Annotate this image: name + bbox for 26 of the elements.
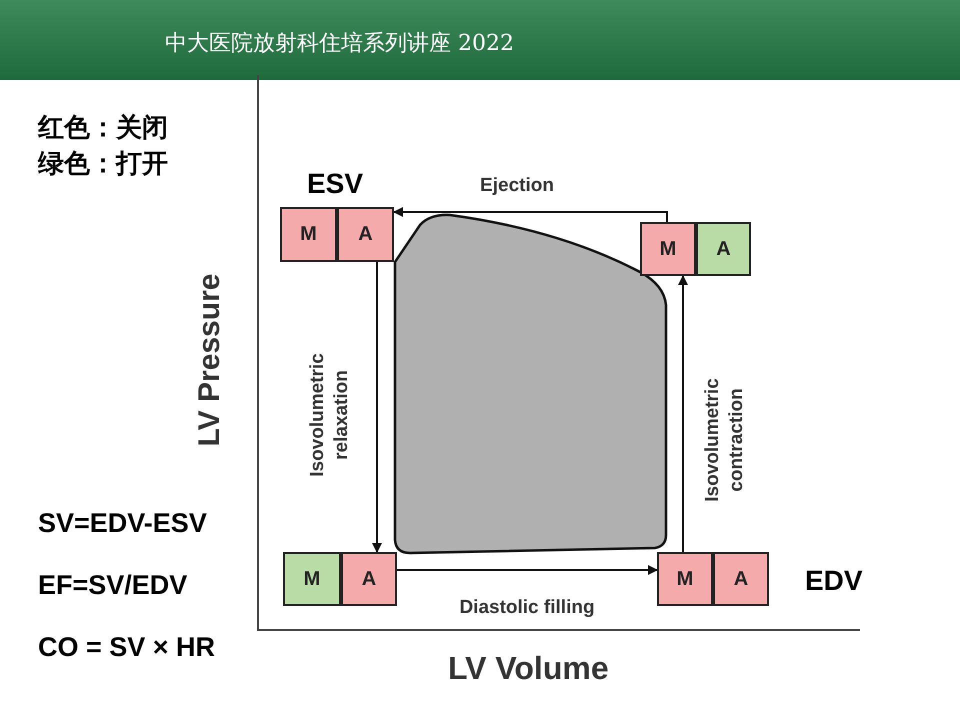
valve-state-box: M bbox=[280, 207, 337, 262]
slide-title: 中大医院放射科住培系列讲座 2022 bbox=[165, 30, 514, 58]
edge-label: Isovolumetric contraction bbox=[701, 377, 748, 504]
arrow bbox=[678, 275, 688, 552]
legend-note: 红色：关闭 bbox=[38, 112, 168, 145]
arrow bbox=[397, 565, 658, 575]
edge-label: Isovolumetric relaxation bbox=[306, 352, 353, 479]
formula-text: SV=EDV-ESV bbox=[38, 508, 207, 539]
legend-note: 绿色：打开 bbox=[38, 148, 168, 181]
edge-label: Diastolic filling bbox=[458, 596, 596, 620]
valve-state-box: A bbox=[341, 552, 397, 606]
arrow bbox=[393, 207, 668, 222]
edge-label: Ejection bbox=[479, 174, 555, 198]
formula-text: EF=SV/EDV bbox=[38, 570, 188, 601]
valve-state-box: A bbox=[337, 207, 394, 262]
formula-text: CO = SV × HR bbox=[38, 632, 216, 663]
valve-state-box: M bbox=[640, 222, 696, 276]
axis-title: LV Pressure bbox=[193, 274, 227, 446]
axis-point-label: EDV bbox=[805, 565, 863, 597]
arrow bbox=[372, 262, 382, 553]
axis-title: LV Volume bbox=[448, 650, 609, 687]
valve-state-box: A bbox=[696, 222, 751, 276]
valve-state-box: M bbox=[657, 552, 713, 606]
valve-state-box: M bbox=[283, 552, 341, 606]
valve-state-box: A bbox=[713, 552, 769, 606]
axis-point-label: ESV bbox=[307, 168, 364, 200]
